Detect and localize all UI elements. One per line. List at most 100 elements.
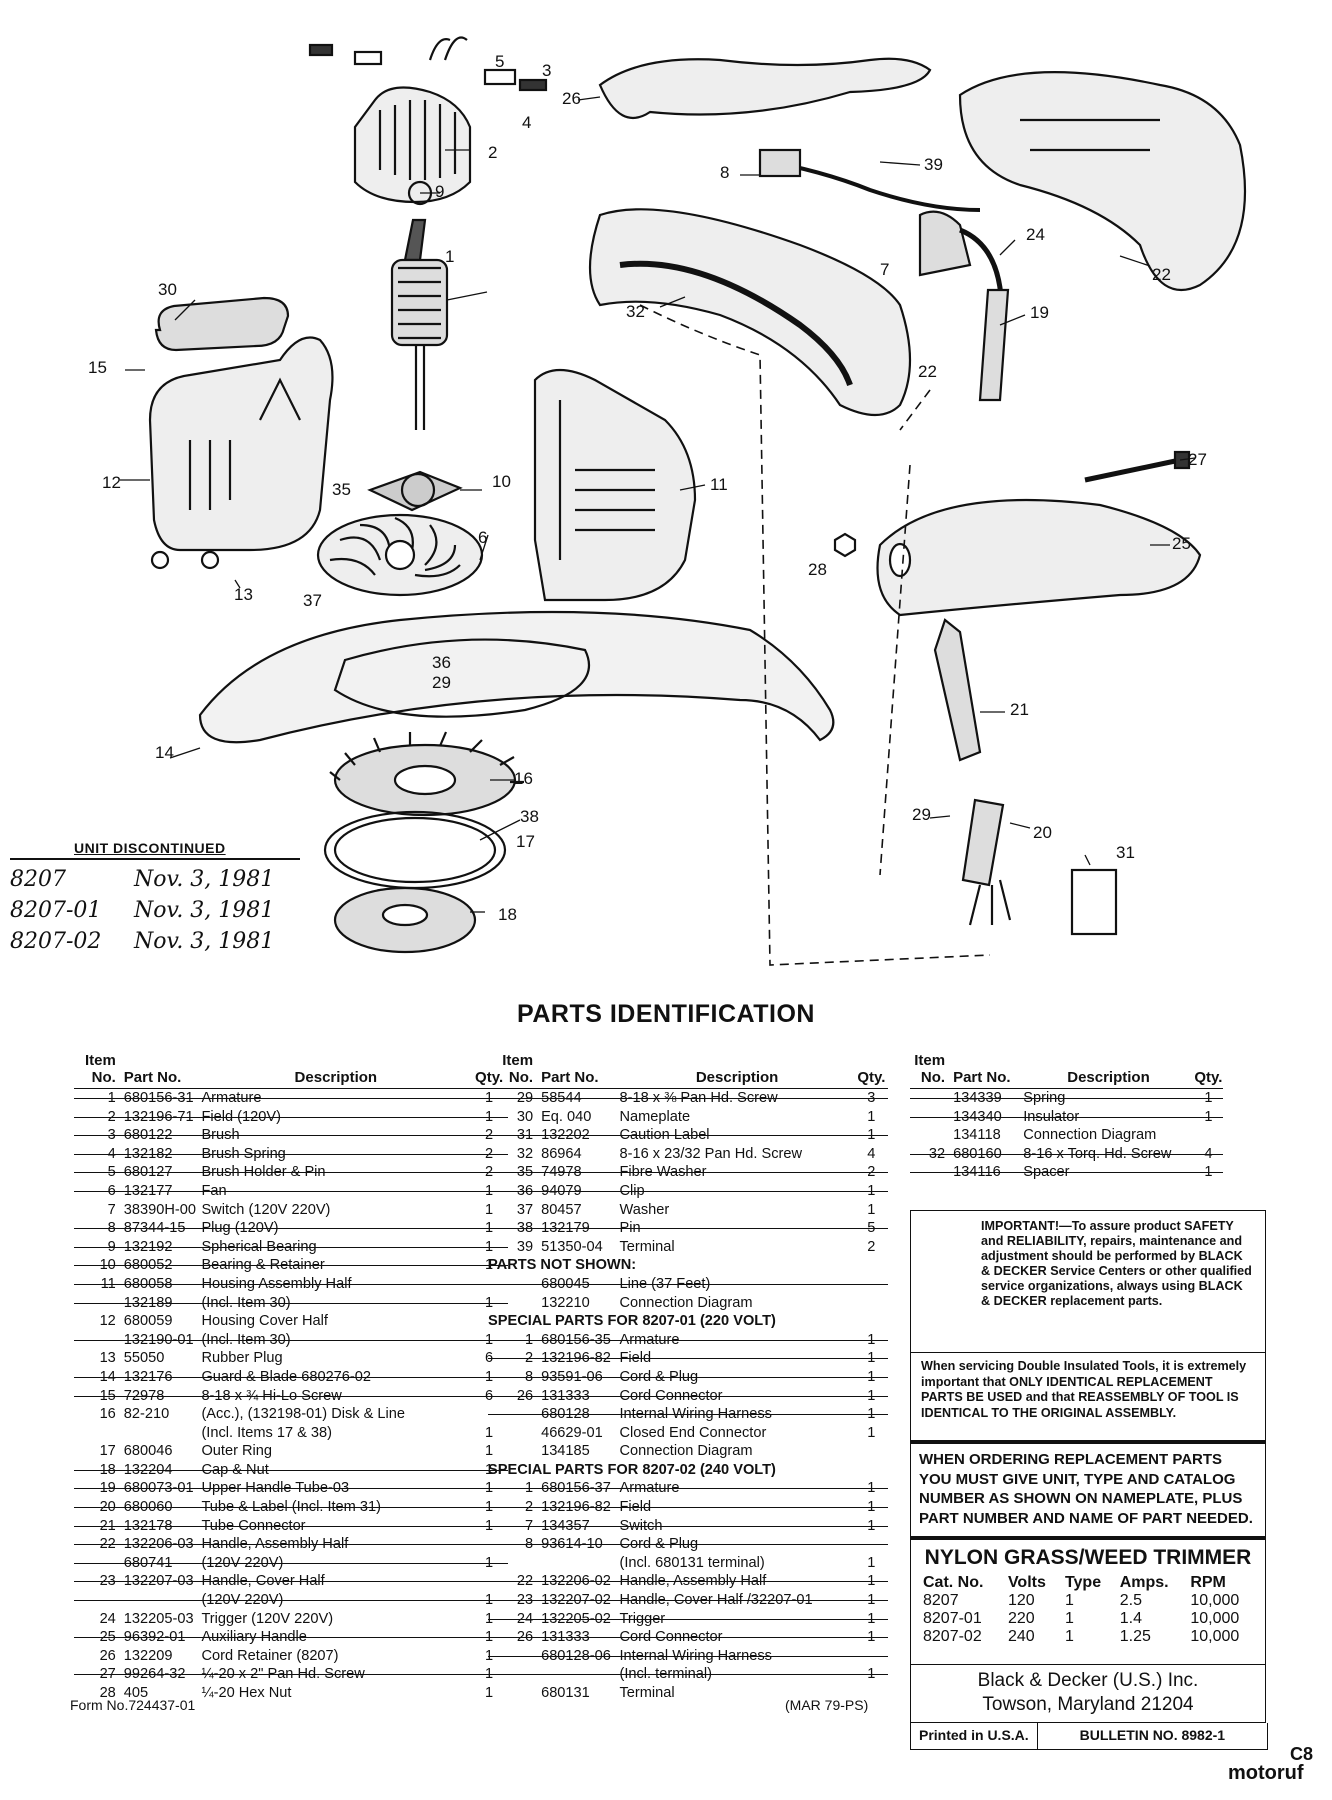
part-no: 680131 — [541, 1685, 590, 1701]
description: Outer Ring — [201, 1443, 273, 1460]
table-row: 132190-01(Incl. Item 30)1 — [74, 1331, 508, 1350]
item-no: 12 — [99, 1313, 116, 1330]
part-no: 132177 — [123, 1182, 173, 1199]
item-no: 5 — [107, 1164, 116, 1181]
important-notice: IMPORTANT!—To assure product SAFETY and … — [910, 1210, 1266, 1353]
description: 8-16 x Torq. Hd. Screw — [1023, 1145, 1172, 1162]
printed-in: Printed in U.S.A. — [919, 1727, 1029, 1743]
part-no: 134339 — [953, 1090, 1002, 1106]
item-no: 13 — [99, 1350, 116, 1367]
table-row: (Incl. Items 17 & 38)1 — [74, 1424, 508, 1443]
quantity — [1194, 1126, 1223, 1145]
part-no: 680127 — [123, 1164, 173, 1181]
quantity: 2 — [867, 1164, 876, 1181]
callout-label: 12 — [102, 473, 121, 492]
description: ¼-20 x 2" Pan Hd. Screw — [201, 1666, 365, 1683]
description: Brush — [201, 1127, 240, 1144]
callout-label: 25 — [1172, 534, 1191, 553]
part-no — [533, 1665, 619, 1684]
catalog-cell: 2.5 — [1119, 1592, 1142, 1609]
callout-label: 37 — [303, 591, 322, 610]
item-no: 23 — [99, 1573, 116, 1590]
quantity — [855, 1275, 888, 1294]
part-no: 132196-82 — [541, 1499, 611, 1516]
quantity: 1 — [485, 1424, 494, 1441]
description: Internal Wiring Harness — [619, 1647, 772, 1664]
description: Washer — [619, 1201, 670, 1218]
callout-label: 30 — [158, 280, 177, 299]
header-item: Item No. — [914, 1052, 946, 1086]
part-no: 132207-03 — [123, 1573, 194, 1590]
callout-label: 7 — [880, 260, 889, 279]
watermark-logo: motoruf — [1228, 1762, 1304, 1784]
description: Handle, Cover Half /32207-01 — [619, 1592, 813, 1609]
parts-table-3: Item No. Part No. Description Qty. 13433… — [910, 1048, 1223, 1182]
item-no: 35 — [516, 1164, 534, 1181]
item-no: 1 — [524, 1480, 534, 1497]
part-no: 96392-01 — [123, 1629, 186, 1646]
callout-label: 22 — [918, 362, 937, 381]
quantity — [855, 1647, 888, 1666]
part-no: 86964 — [541, 1145, 582, 1162]
part-no: 680160 — [953, 1145, 1002, 1162]
item-no — [74, 1424, 116, 1443]
callout-label: 21 — [1010, 700, 1029, 719]
quantity: 5 — [867, 1220, 876, 1237]
quantity: 1 — [867, 1368, 876, 1385]
table-header: Item No. Part No. Description Qty. — [910, 1048, 1223, 1089]
description: Auxiliary Handle — [201, 1629, 307, 1646]
callout-label: 2 — [488, 143, 497, 162]
table-row: 680741(120V 220V)1 — [74, 1554, 508, 1573]
quantity: 1 — [867, 1554, 876, 1571]
part-no: 132182 — [123, 1145, 173, 1162]
description: Fibre Washer — [619, 1164, 707, 1181]
header-part: Part No. — [953, 1069, 1011, 1086]
item-no — [488, 1294, 533, 1313]
part-no: 80457 — [541, 1201, 582, 1218]
item-no: 32 — [516, 1145, 534, 1162]
header-qty: Qty. — [475, 1069, 504, 1086]
callout-label: 11 — [710, 475, 728, 494]
part-no: 132190-01 — [123, 1331, 194, 1348]
item-no: 8 — [107, 1220, 116, 1237]
item-no: 19 — [99, 1480, 116, 1497]
description: Spring — [1023, 1090, 1066, 1106]
description: Plug (120V) — [201, 1220, 279, 1237]
item-no: 27 — [99, 1666, 116, 1683]
description: ¼-20 Hex Nut — [201, 1685, 292, 1701]
description: Switch — [619, 1517, 663, 1534]
item-no: 25 — [99, 1629, 116, 1646]
item-no: 8 — [524, 1536, 534, 1553]
item-no: 28 — [99, 1685, 116, 1701]
part-no: 134185 — [541, 1443, 590, 1460]
table-header: Item No. Part No. Description Qty. — [74, 1048, 508, 1089]
bulletin-number: BULLETIN NO. 8982-1 — [1036, 1723, 1267, 1749]
catalog-cell: 1.25 — [1119, 1628, 1151, 1645]
callout-label: 13 — [234, 585, 253, 604]
table-row: (Incl. terminal)1 — [488, 1665, 888, 1684]
description: Connection Diagram — [619, 1294, 753, 1311]
catalog-cell: 10,000 — [1190, 1592, 1240, 1609]
description: (Incl. Item 30) — [201, 1294, 291, 1311]
item-no: 30 — [516, 1108, 534, 1125]
catalog-cell: 8207-01 — [923, 1610, 982, 1627]
